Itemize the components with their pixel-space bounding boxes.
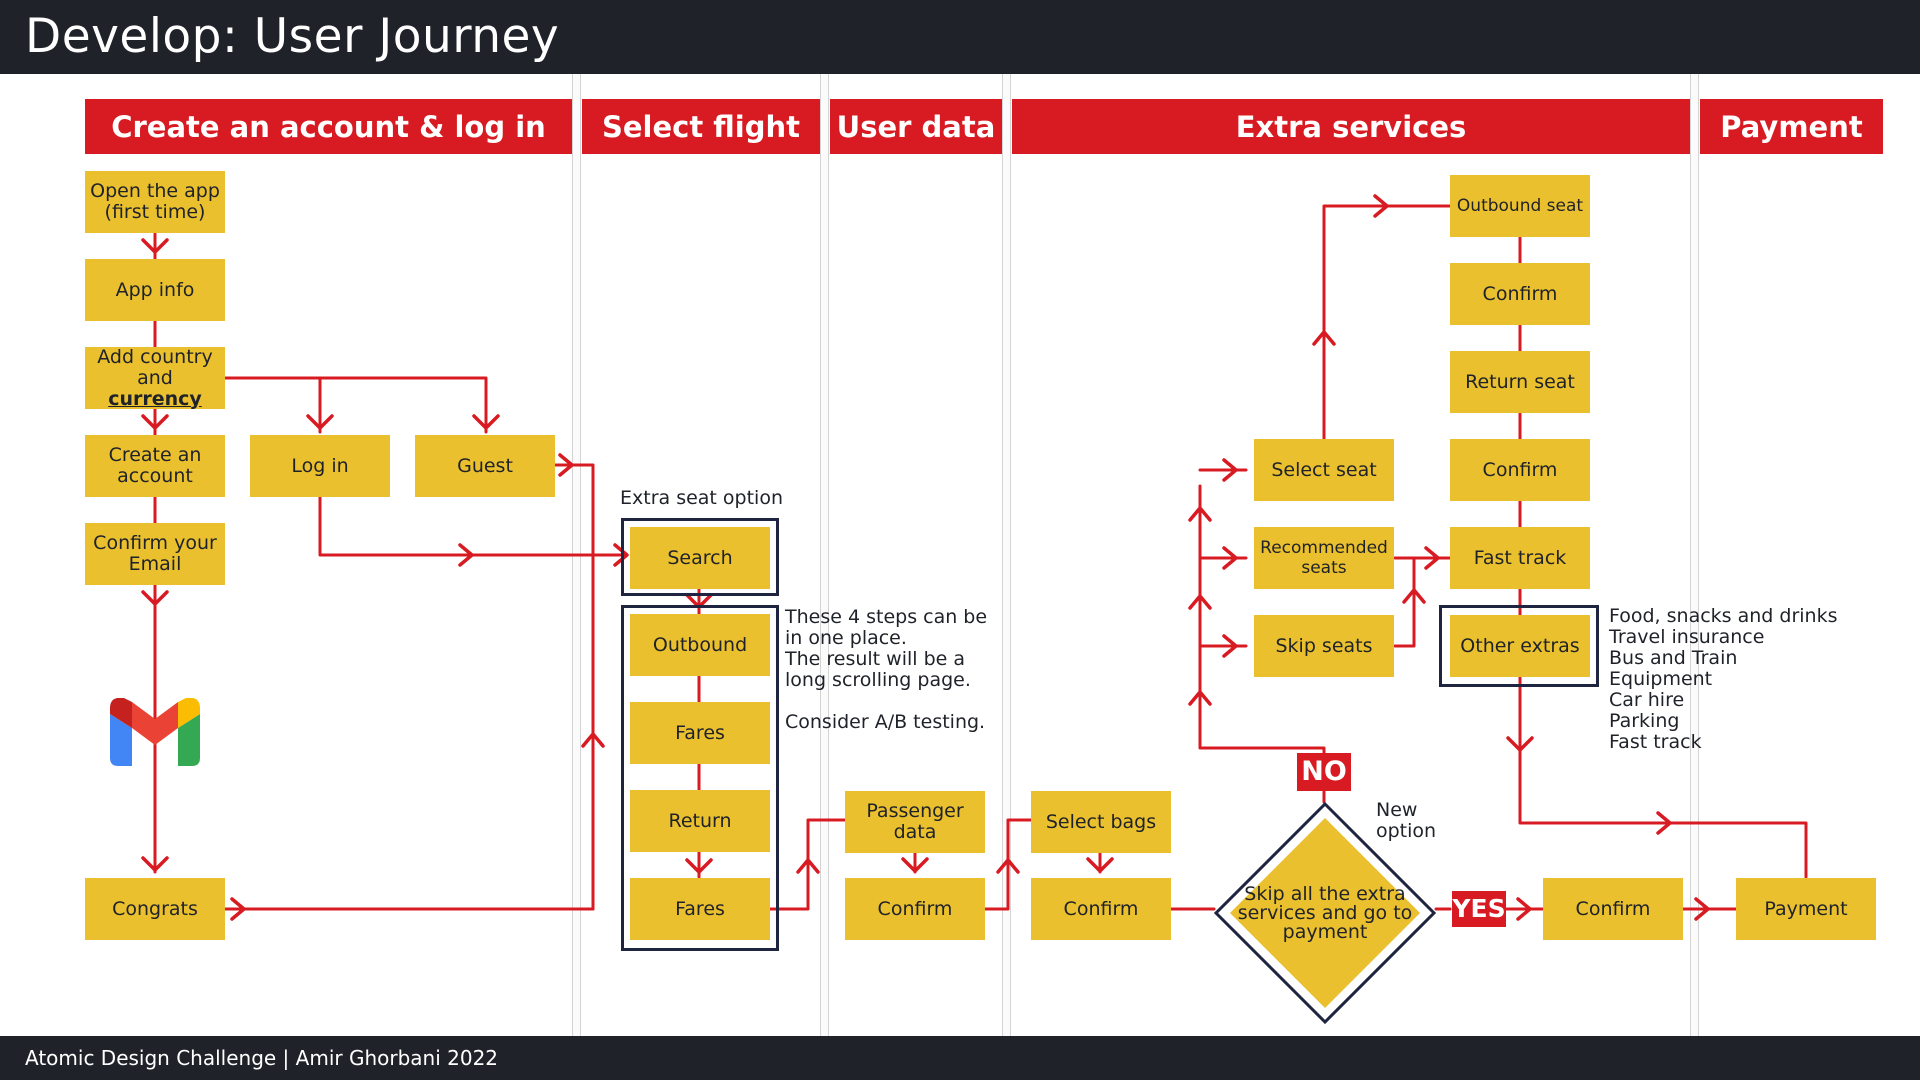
step-open-app-line2: (first time) [104, 201, 206, 223]
gmail-icon [110, 698, 200, 766]
step-outbound[interactable]: Outbound [630, 614, 770, 676]
column-divider [1002, 74, 1011, 1036]
step-payment[interactable]: Payment [1736, 878, 1876, 940]
step-confirm-email[interactable]: Confirm your Email [85, 523, 225, 585]
step-select-seat[interactable]: Select seat [1254, 439, 1394, 501]
step-outbound-seat[interactable]: Outbound seat [1450, 175, 1590, 237]
flight-steps-frame [621, 605, 779, 951]
phase-payment: Payment [1700, 99, 1883, 154]
step-create-account[interactable]: Create an account [85, 435, 225, 497]
footer-credit: Atomic Design Challenge | Amir Ghorbani … [25, 1046, 499, 1070]
step-app-info[interactable]: App info [85, 259, 225, 321]
step-confirm-outbound-seat[interactable]: Confirm [1450, 263, 1590, 325]
step-fares[interactable]: Fares [630, 702, 770, 764]
decision-no-tag: NO [1297, 753, 1351, 791]
decision-yes-tag: YES [1452, 891, 1506, 927]
phase-select-flight: Select flight [582, 99, 820, 154]
column-divider [1690, 74, 1699, 1036]
step-open-app[interactable]: Open the app(first time) [85, 171, 225, 233]
header-bar: Develop: User Journey [0, 0, 1920, 74]
decision-diamond [1214, 802, 1436, 1024]
decision-question: Skip all the extra services and go to pa… [1237, 882, 1413, 943]
step-fast-track[interactable]: Fast track [1450, 527, 1590, 589]
search-frame [621, 518, 779, 596]
note-four-steps: These 4 steps can be in one place. The r… [785, 606, 988, 733]
note-extra-seat-option: Extra seat option [620, 487, 783, 509]
other-extras-frame [1439, 605, 1599, 687]
step-passenger-data[interactable]: Passenger data [845, 791, 985, 853]
step-congrats[interactable]: Congrats [85, 878, 225, 940]
phase-user-data: User data [830, 99, 1002, 154]
step-return-seat[interactable]: Return seat [1450, 351, 1590, 413]
phase-create-account: Create an account & log in [85, 99, 572, 154]
step-fares-return[interactable]: Fares [630, 878, 770, 940]
currency-link: currency [108, 387, 202, 410]
step-add-country-line1: Add country [97, 345, 213, 368]
step-log-in[interactable]: Log in [250, 435, 390, 497]
note-extras-list: Food, snacks and drinks Travel insurance… [1609, 605, 1838, 753]
step-confirm-final[interactable]: Confirm [1543, 878, 1683, 940]
column-divider [820, 74, 829, 1036]
arrowheads [141, 194, 1710, 921]
phase-extra-services: Extra services [1012, 99, 1690, 154]
step-confirm-bags[interactable]: Confirm [1031, 878, 1171, 940]
step-recommended-seats[interactable]: Recommended seats [1254, 527, 1394, 589]
step-select-bags[interactable]: Select bags [1031, 791, 1171, 853]
step-search[interactable]: Search [630, 527, 770, 589]
step-open-app-line1: Open the app [90, 180, 220, 202]
step-return[interactable]: Return [630, 790, 770, 852]
step-confirm-passenger[interactable]: Confirm [845, 878, 985, 940]
step-guest[interactable]: Guest [415, 435, 555, 497]
step-add-country-and: and [137, 366, 173, 389]
note-new-option: New option [1376, 799, 1437, 842]
page-title: Develop: User Journey [25, 9, 560, 64]
step-skip-seats[interactable]: Skip seats [1254, 615, 1394, 677]
footer-bar: Atomic Design Challenge | Amir Ghorbani … [0, 1036, 1920, 1080]
step-confirm-return-seat[interactable]: Confirm [1450, 439, 1590, 501]
step-other-extras[interactable]: Other extras [1450, 615, 1590, 677]
